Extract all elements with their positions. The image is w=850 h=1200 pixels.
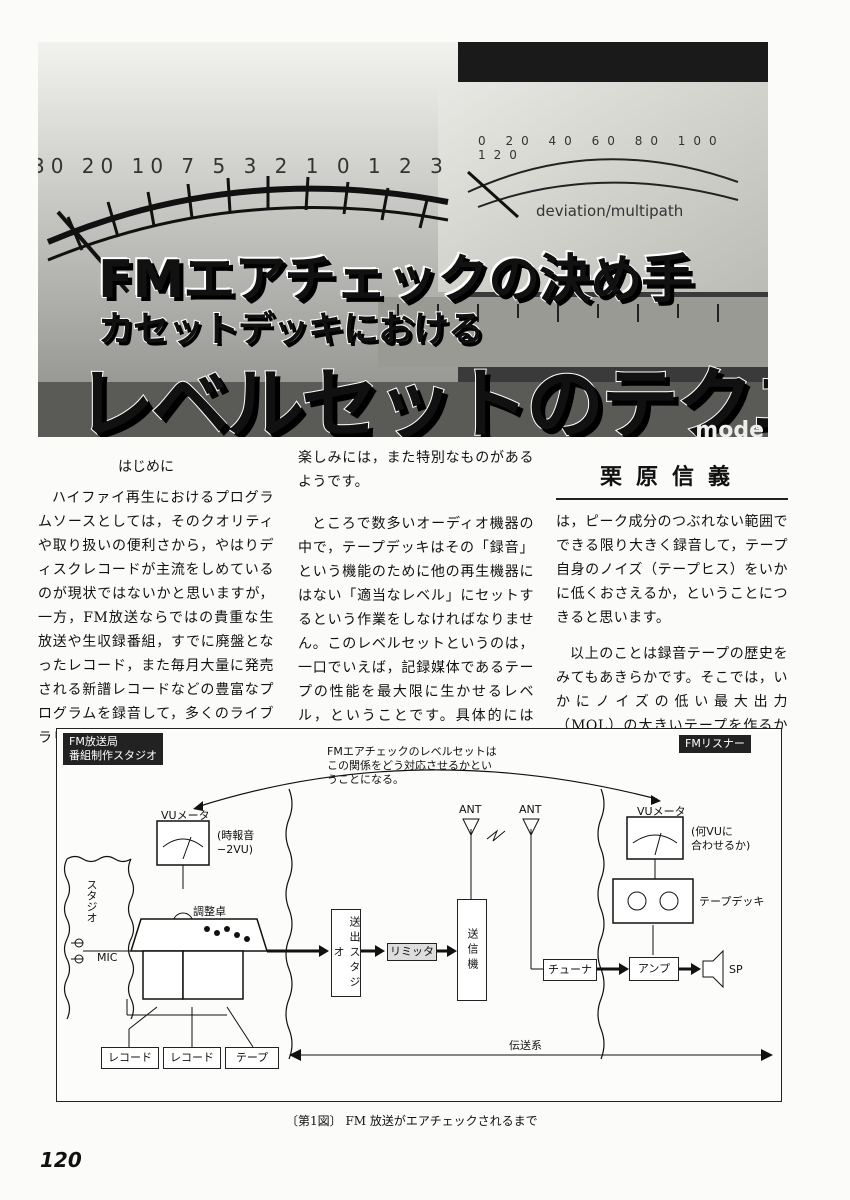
tag-fm-listener: FMリスナー: [679, 735, 751, 753]
author-name: 栗原信義: [556, 458, 788, 500]
transmitter-box: 送信機: [457, 899, 487, 1001]
vu-left-note: (時報音 −2VU): [217, 829, 255, 856]
col2-paragraph-2: ところで数多いオーディオ機器の中で，テープデッキはその「録音」という機能のために…: [298, 516, 534, 748]
ant-right-label: ANT: [519, 803, 542, 816]
figure-caption: 〔第1図〕 FM 放送がエアチェックされるまで: [286, 1114, 538, 1128]
limiter-box: リミッタ: [387, 943, 437, 961]
record-2-box: レコード: [163, 1047, 221, 1069]
amp-box: アンプ: [629, 957, 679, 981]
article-column-2: 楽しみには，また特別なものがあるようです。 ところで数多いオーディオ機器の中で，…: [298, 446, 534, 752]
top-note: FMエアチェックのレベルセットは この関係をどう対応させるかとい うことになる。: [327, 745, 497, 786]
header-photo: 30 20 10 7 5 3 2 1 0 1 2 3 0 20 40 60 80…: [38, 42, 768, 437]
tuner-box: チューナ: [543, 959, 597, 981]
tape-box: テープ: [225, 1047, 279, 1069]
send-studio-box: 送出スタジオ: [331, 909, 361, 997]
article-column-1: ハイファイ再生におけるプログラムソースとしては，そのクオリティや取り扱いの便利さ…: [38, 486, 274, 750]
vu-left-label: VUメータ: [161, 809, 210, 822]
tape-deck-label: テープデッキ: [699, 895, 765, 908]
figure-1-diagram: FM放送局 番組制作スタジオ FMリスナー FMエアチェックのレベルセットは こ…: [56, 728, 782, 1102]
mode-label: mode: [695, 418, 764, 437]
console-label: 調整卓: [193, 905, 226, 918]
title-line-2: カセットデッキにおける: [97, 308, 485, 351]
left-dial-numbers: 30 20 10 7 5 3 2 1 0 1 2 3: [38, 154, 449, 178]
title-line-1: FMエアチェックの決め手: [97, 249, 694, 311]
mic-label: MIC: [97, 951, 118, 964]
intro-heading: はじめに: [118, 459, 174, 475]
transmission-label: 伝送系: [509, 1039, 542, 1052]
ant-left-label: ANT: [459, 803, 482, 816]
col2-paragraph-1: 楽しみには，また特別なものがあるようです。: [298, 450, 534, 490]
speaker-label: SP: [729, 963, 743, 976]
meter-photo-illustration: [38, 42, 768, 437]
record-1-box: レコード: [101, 1047, 159, 1069]
right-dial-numbers: 0 20 40 60 80 100 120: [478, 134, 725, 162]
diagram-lines: [63, 769, 773, 1061]
studio-label: スタジオ: [85, 879, 98, 923]
article-column-3: は，ピーク成分のつぶれない範囲でできる限り大きく録音して，テープ自身のノイズ（テ…: [556, 510, 788, 762]
right-dial-caption: deviation/multipath: [536, 202, 684, 220]
vu-right-note: (何VUに 合わせるか): [691, 825, 751, 852]
tag-fm-station: FM放送局 番組制作スタジオ: [63, 733, 163, 765]
col1-paragraph: ハイファイ再生におけるプログラムソースとしては，そのクオリティや取り扱いの便利さ…: [38, 490, 274, 746]
page-number: 120: [40, 1148, 82, 1172]
vu-right-label: VUメータ: [637, 805, 686, 818]
title-line-3: レベルセットのテクニック: [75, 359, 768, 437]
col3-paragraph-1: は，ピーク成分のつぶれない範囲でできる限り大きく録音して，テープ自身のノイズ（テ…: [556, 514, 788, 626]
